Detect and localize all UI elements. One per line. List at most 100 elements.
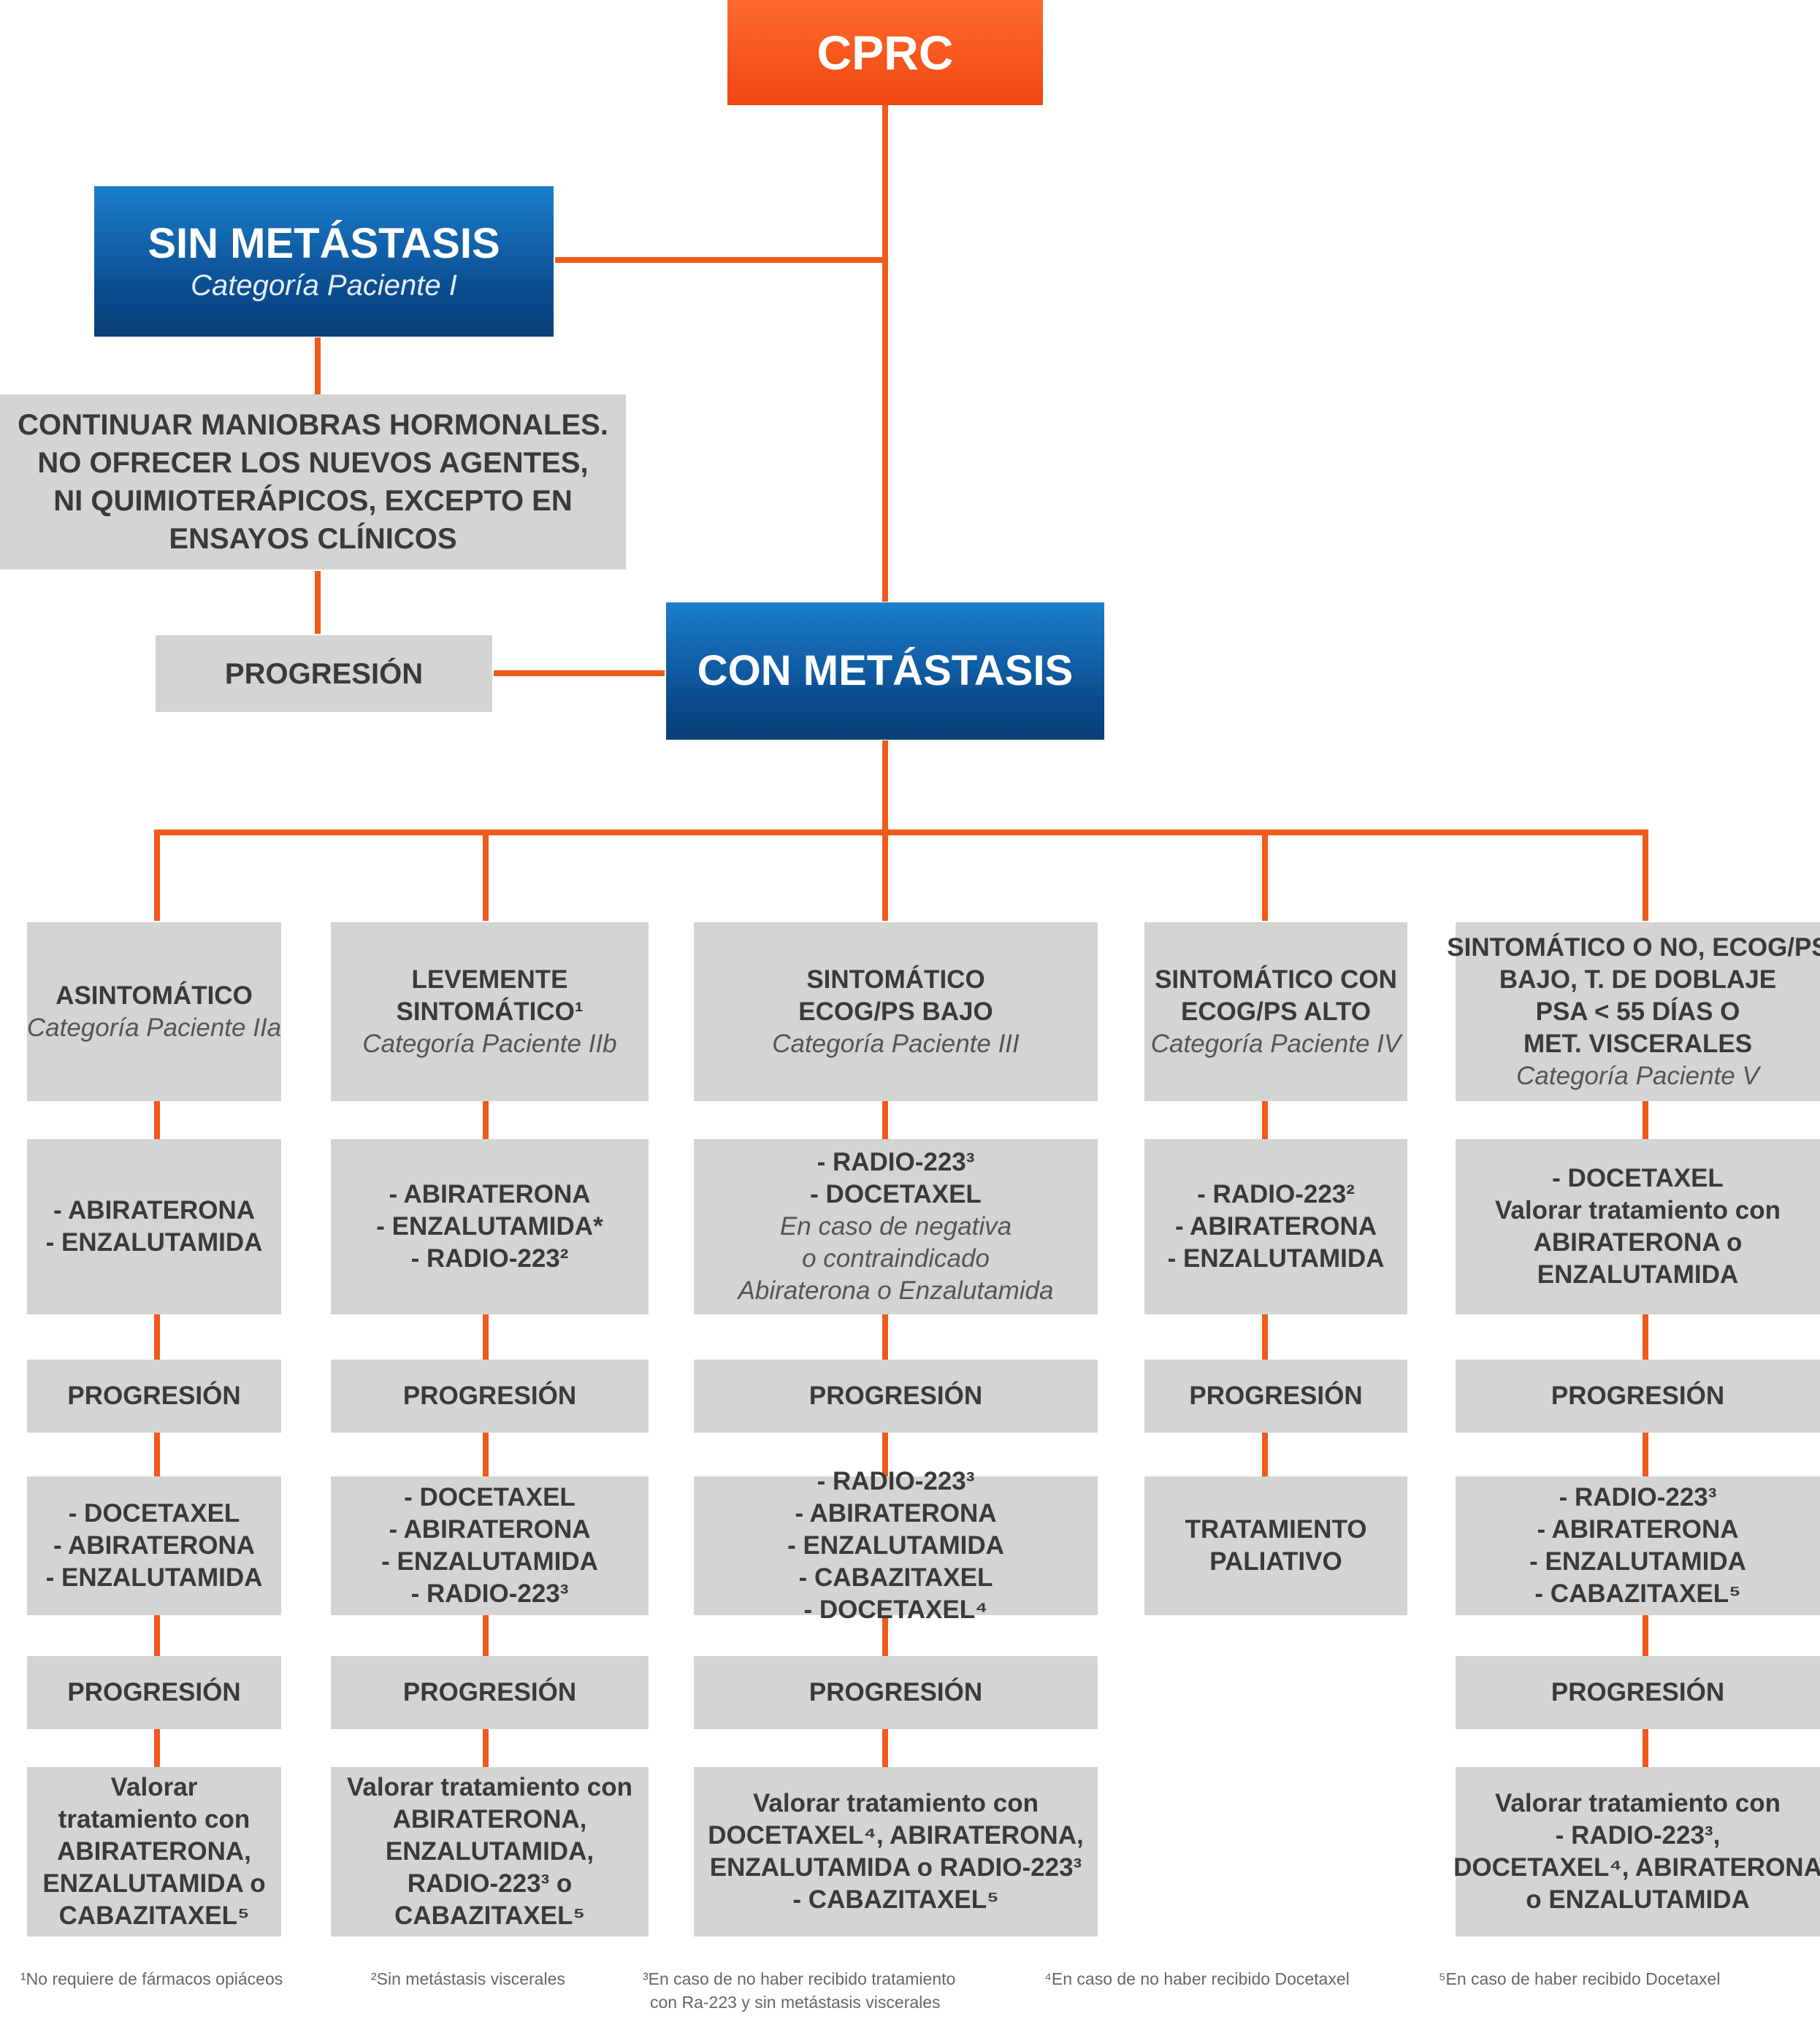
box-text-line: - ABIRATERONA [53, 1196, 256, 1225]
box-note-line: Abiraterona o Enzalutamida [738, 1276, 1054, 1305]
box-text-line: - CABAZITAXEL⁵ [1534, 1579, 1741, 1608]
progression-2-2: PROGRESIÓN [331, 1656, 649, 1729]
box-text-line: BAJO, T. DE DOBLAJE [1499, 965, 1777, 994]
box-text-line: PROGRESIÓN [402, 1382, 577, 1410]
box-text-line: PALIATIVO [1209, 1547, 1342, 1576]
first-line-treatment-4: - RADIO-223² - ABIRATERONA - ENZALUTAMIDA [1144, 1139, 1407, 1314]
category-header-3: SINTOMÁTICO ECOG/PS BAJO Categoría Pacient… [694, 922, 1098, 1101]
box-text-line: - ABIRATERONA [389, 1515, 591, 1544]
second-line-treatment-5: - RADIO-223³ - ABIRATERONA - ENZALUTAMIDA -… [1456, 1476, 1820, 1615]
box-note-line: Categoría Paciente V [1516, 1061, 1759, 1090]
progression-2-1: PROGRESIÓN [27, 1656, 281, 1729]
con-metastasis-node: CON METÁSTASIS [666, 602, 1104, 740]
second-line-treatment-3: - RADIO-223³ - ABIRATERONA - ENZALUTAMIDA -… [694, 1467, 1098, 1624]
box-text-line: - ABIRATERONA [389, 1180, 591, 1208]
footnote-3: ³En caso de no haber recibido tratamient… [643, 1969, 956, 1988]
box-text-line: ASINTOMÁTICO [56, 981, 253, 1010]
first-line-treatment-1: - ABIRATERONA - ENZALUTAMIDA [27, 1139, 281, 1314]
box-text-line: - ABIRATERONA [1174, 1212, 1377, 1241]
box-text-line: LEVEMENTE [411, 965, 568, 994]
box-text-line: - CABAZITAXEL⁵ [792, 1885, 999, 1914]
footnote-2: ²Sin metástasis viscerales [371, 1969, 565, 1988]
box-text-line: - ENZALUTAMIDA [45, 1228, 263, 1257]
box-text-line: - DOCETAXEL [1552, 1164, 1724, 1192]
progression-label: PROGRESIÓN [224, 657, 424, 690]
box-text-line: SINTOMÁTICO [806, 965, 985, 994]
box-text-line: ECOG/PS ALTO [1181, 997, 1371, 1026]
box-text-line: Valorar tratamiento con [347, 1773, 632, 1801]
first-line-treatment-2: - ABIRATERONA - ENZALUTAMIDA* - RADIO-223² [331, 1139, 649, 1314]
box-text-line: - CABAZITAXEL [798, 1563, 993, 1592]
box-text-line: PROGRESIÓN [1189, 1382, 1363, 1410]
recommendation-line: ENSAYOS CLÍNICOS [169, 523, 457, 555]
box-text-line: ENZALUTAMIDA o [42, 1869, 266, 1898]
box-text-line: tratamiento con [58, 1805, 251, 1834]
box-text-line: ECOG/PS BAJO [798, 997, 993, 1026]
box-text-line: - ENZALUTAMIDA [45, 1563, 263, 1592]
box-text-line: Valorar [110, 1773, 198, 1801]
sin-metastasis-recommendation: CONTINUAR MANIOBRAS HORMONALES. NO OFREC… [0, 394, 626, 570]
box-text-line: ENZALUTAMIDA [1537, 1260, 1739, 1289]
box-text-line: CABAZITAXEL⁵ [394, 1901, 585, 1930]
sin-metastasis-subtitle: Categoría Paciente I [191, 269, 457, 302]
box-text-line: RADIO-223³ o [407, 1869, 573, 1898]
box-text-line: - RADIO-223³ [1559, 1483, 1717, 1512]
second-line-treatment-2: - DOCETAXEL - ABIRATERONA - ENZALUTAMIDA - … [331, 1476, 649, 1615]
box-text-line: - ABIRATERONA [1537, 1515, 1739, 1544]
recommendation-line: NO OFRECER LOS NUEVOS AGENTES, [37, 447, 589, 479]
footnote-4: ⁴En caso de no haber recibido Docetaxel [1044, 1969, 1350, 1988]
box-text-line: ENZALUTAMIDA o RADIO-223³ [709, 1853, 1082, 1882]
progression-1-1: PROGRESIÓN [27, 1360, 281, 1433]
box-text-line: ABIRATERONA, [392, 1805, 587, 1834]
progression-1-2: PROGRESIÓN [331, 1360, 649, 1433]
box-text-line: - RADIO-223³ [817, 1467, 975, 1495]
box-text-line: - RADIO-223² [1197, 1180, 1355, 1208]
box-text-line: - RADIO-223³ [410, 1579, 569, 1608]
box-text-line: PSA < 55 DÍAS O [1535, 997, 1740, 1026]
box-text-line: - DOCETAXEL [810, 1180, 982, 1208]
box-text-line: - ENZALUTAMIDA [1529, 1547, 1746, 1576]
recommendation-line: CONTINUAR MANIOBRAS HORMONALES. [18, 409, 608, 441]
box-text-line: - ABIRATERONA [795, 1499, 997, 1528]
box-text-line: - ENZALUTAMIDA [787, 1531, 1004, 1560]
box-text-line: ABIRATERONA, [57, 1837, 251, 1866]
sin-metastasis-title: SIN METÁSTASIS [148, 220, 500, 267]
box-note-line: En caso de negativa [779, 1212, 1012, 1241]
box-text-line: ABIRATERONA o [1533, 1228, 1743, 1257]
box-text-line: - ENZALUTAMIDA* [376, 1212, 603, 1241]
box-text-line: CABAZITAXEL⁵ [58, 1901, 250, 1930]
box-text-line: - ENZALUTAMIDA [381, 1547, 598, 1576]
box-text-line: - ABIRATERONA [53, 1531, 256, 1560]
progression-1-3: PROGRESIÓN [694, 1360, 1098, 1433]
box-note-line: o contraindicado [802, 1244, 990, 1273]
sin-metastasis-node: SIN METÁSTASIS Categoría Paciente I [94, 186, 554, 337]
root-node-cprc: CPRC [727, 0, 1043, 105]
progression-1-4: PROGRESIÓN [1144, 1360, 1407, 1433]
box-text-line: PROGRESIÓN [67, 1382, 241, 1410]
root-label: CPRC [817, 26, 954, 80]
box-text-line: TRATAMIENTO [1185, 1515, 1367, 1544]
progression-1-5: PROGRESIÓN [1456, 1360, 1820, 1433]
box-text-line: - RADIO-223³ [817, 1148, 975, 1176]
box-text-line: PROGRESIÓN [402, 1678, 577, 1706]
footnote-1: ¹No requiere de fármacos opiáceos [20, 1969, 283, 1988]
box-text-line: - ENZALUTAMIDA [1167, 1244, 1385, 1273]
second-line-treatment-1: - DOCETAXEL- ABIRATERONA- ENZALUTAMIDA [27, 1476, 281, 1615]
box-text-line: - RADIO-223³, [1555, 1821, 1721, 1850]
box-text-line: MET. VISCERALES [1523, 1029, 1753, 1058]
footnote-3-cont: con Ra-223 y sin metástasis viscerales [650, 1993, 941, 2012]
box-text-line: Valorar tratamiento con [753, 1789, 1039, 1817]
box-note-line: Categoría Paciente III [772, 1029, 1020, 1058]
box-text-line: - DOCETAXEL [404, 1483, 576, 1512]
box-text-line: - RADIO-223² [410, 1244, 569, 1273]
box-text-line: Valorar tratamiento con [1495, 1789, 1781, 1817]
box-text-line: - DOCETAXEL⁴ [803, 1595, 988, 1624]
